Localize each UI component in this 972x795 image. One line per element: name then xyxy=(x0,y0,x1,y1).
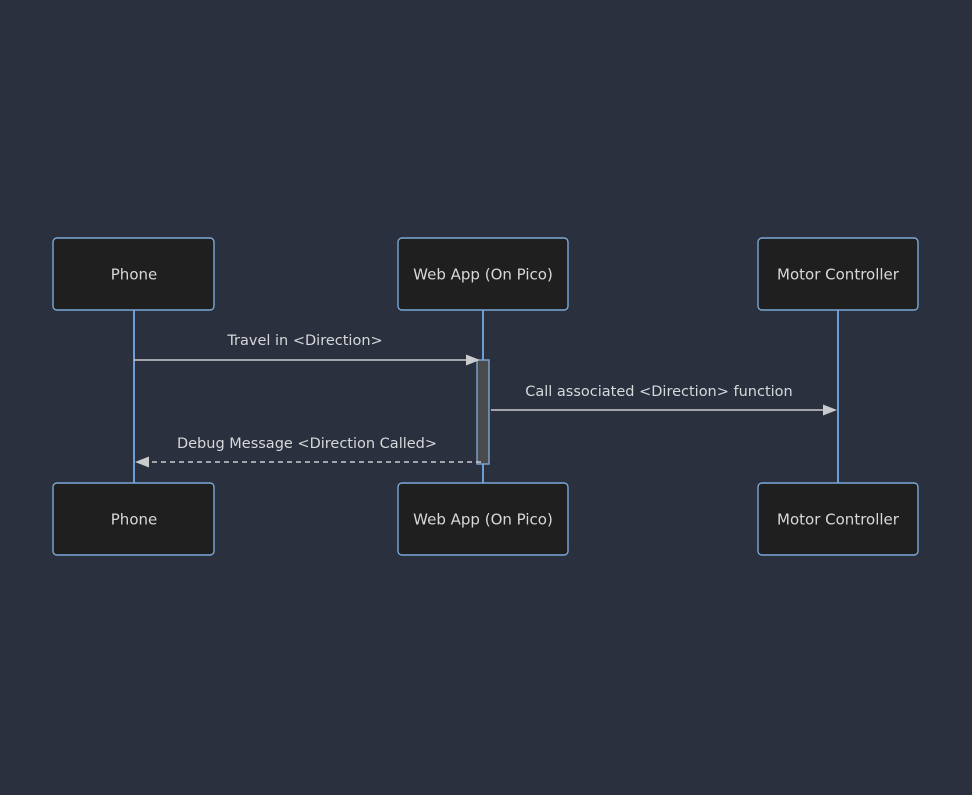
message-label-call-function: Call associated <Direction> function xyxy=(525,384,793,400)
participant-label-bottom-phone: Phone xyxy=(111,511,157,529)
message-label-debug: Debug Message <Direction Called> xyxy=(177,436,437,452)
participant-top-motor[interactable]: Motor Controller xyxy=(757,237,919,311)
participant-box-top-webapp[interactable] xyxy=(397,237,569,311)
arrowhead-travel-icon xyxy=(466,354,480,366)
participant-label-top-webapp: Web App (On Pico) xyxy=(413,266,553,284)
participant-box-bottom-motor[interactable] xyxy=(757,482,919,556)
participant-top-webapp[interactable]: Web App (On Pico) xyxy=(397,237,569,311)
message-label-travel: Travel in <Direction> xyxy=(226,333,382,349)
message-travel-in-direction: Travel in <Direction> xyxy=(134,333,480,366)
participant-box-bottom-phone[interactable] xyxy=(52,482,215,556)
activation-bar-webapp xyxy=(476,359,490,465)
participant-label-bottom-motor: Motor Controller xyxy=(777,511,900,529)
message-debug-return: Debug Message <Direction Called> xyxy=(135,436,481,468)
participant-label-bottom-webapp: Web App (On Pico) xyxy=(413,511,553,529)
participant-box-bottom-webapp[interactable] xyxy=(397,482,569,556)
activation-group xyxy=(476,359,490,465)
arrowhead-debug-icon xyxy=(135,456,149,468)
participant-bottom-motor[interactable]: Motor Controller xyxy=(757,482,919,556)
participant-label-top-motor: Motor Controller xyxy=(777,266,900,284)
arrowhead-call-function-icon xyxy=(823,404,837,416)
participants-top-group: Phone Web App (On Pico) Motor Controller xyxy=(52,237,919,311)
participant-bottom-webapp[interactable]: Web App (On Pico) xyxy=(397,482,569,556)
participant-bottom-phone[interactable]: Phone xyxy=(52,482,215,556)
message-call-associated-function: Call associated <Direction> function xyxy=(491,384,837,416)
participant-top-phone[interactable]: Phone xyxy=(52,237,215,311)
participant-box-top-motor[interactable] xyxy=(757,237,919,311)
participants-bottom-group: Phone Web App (On Pico) Motor Controller xyxy=(52,482,919,556)
participant-box-top-phone[interactable] xyxy=(52,237,215,311)
participant-label-top-phone: Phone xyxy=(111,266,157,284)
